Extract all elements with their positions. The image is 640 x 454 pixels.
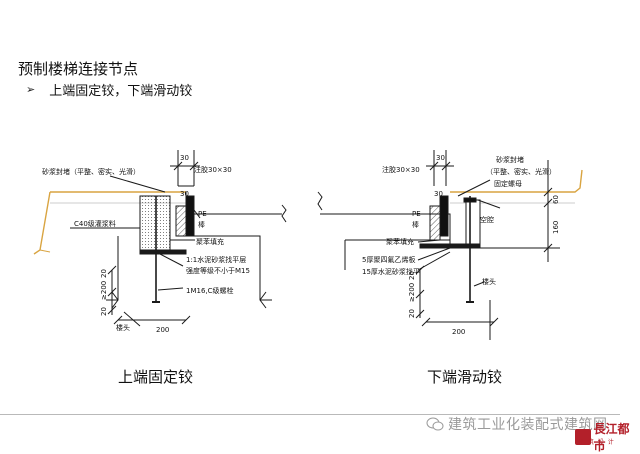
right-caption: 下端滑动铰: [427, 366, 502, 387]
right-dim-20-b: 20: [408, 309, 416, 318]
left-mortar-level-2: 强度等级不小于M15: [186, 266, 250, 275]
right-foam-label: 聚苯填充: [386, 237, 414, 246]
right-glue-label: 注胶30×30: [382, 165, 420, 174]
right-ptfe-plate: [420, 244, 480, 248]
right-dim-160: 160: [552, 221, 560, 234]
left-glue-label: 注胶30×30: [194, 165, 232, 174]
left-detail: [34, 150, 286, 326]
right-pe-label: PE: [412, 210, 421, 218]
left-dim-20-b: 20: [100, 307, 108, 316]
left-foam-label: 聚苯填充: [196, 237, 224, 246]
right-rod-label: 棒: [412, 220, 419, 229]
right-dim-20-a: 20: [408, 271, 416, 280]
right-cavity: [466, 200, 480, 244]
right-dim-30-top: 30: [436, 154, 445, 162]
left-rod-label: 棒: [198, 220, 205, 229]
brand-subtitle: 建 筑 设 计: [578, 437, 615, 446]
left-dim-30-top: 30: [180, 154, 189, 162]
left-anchor-label: 1M16,C级螺栓: [186, 286, 234, 295]
right-ptfe-label: 5厚聚四氟乙烯板: [362, 255, 415, 264]
right-dim-60: 60: [552, 195, 560, 204]
right-mortar-label: 砂浆封堵: [496, 155, 524, 164]
right-dim-200-v: ≥200: [408, 283, 416, 302]
left-slope-label: 楼头: [116, 323, 130, 332]
left-grout-zone: [140, 196, 170, 250]
left-pe-rod: [186, 196, 194, 236]
left-mortar-level-1: 1:1水泥砂浆找平层: [186, 255, 246, 264]
right-dim-200-h: 200: [452, 328, 465, 336]
left-dim-20-a: 20: [100, 269, 108, 278]
wechat-icon: [426, 417, 444, 431]
right-cavity-label: 空腔: [480, 215, 494, 224]
right-pe-rod: [440, 196, 448, 236]
left-dim-200-v: ≥200: [100, 281, 108, 300]
right-slope-label: 楼头: [482, 277, 496, 286]
left-caption: 上端固定铰: [118, 366, 193, 387]
right-mortar-sub: （平整、密实、光滑）: [486, 167, 556, 176]
left-dim-200-h: 200: [156, 326, 169, 334]
left-mortar-label: 砂浆封堵（平整、密实、光滑）: [42, 167, 140, 176]
right-dim-30-side: 30: [434, 190, 443, 198]
left-dim-30-side: 30: [180, 190, 189, 198]
right-detail: [318, 150, 582, 340]
right-nut-label: 固定螺母: [494, 179, 522, 188]
left-pe-label: PE: [198, 210, 207, 218]
left-grout-label: C40级灌浆料: [74, 219, 116, 228]
